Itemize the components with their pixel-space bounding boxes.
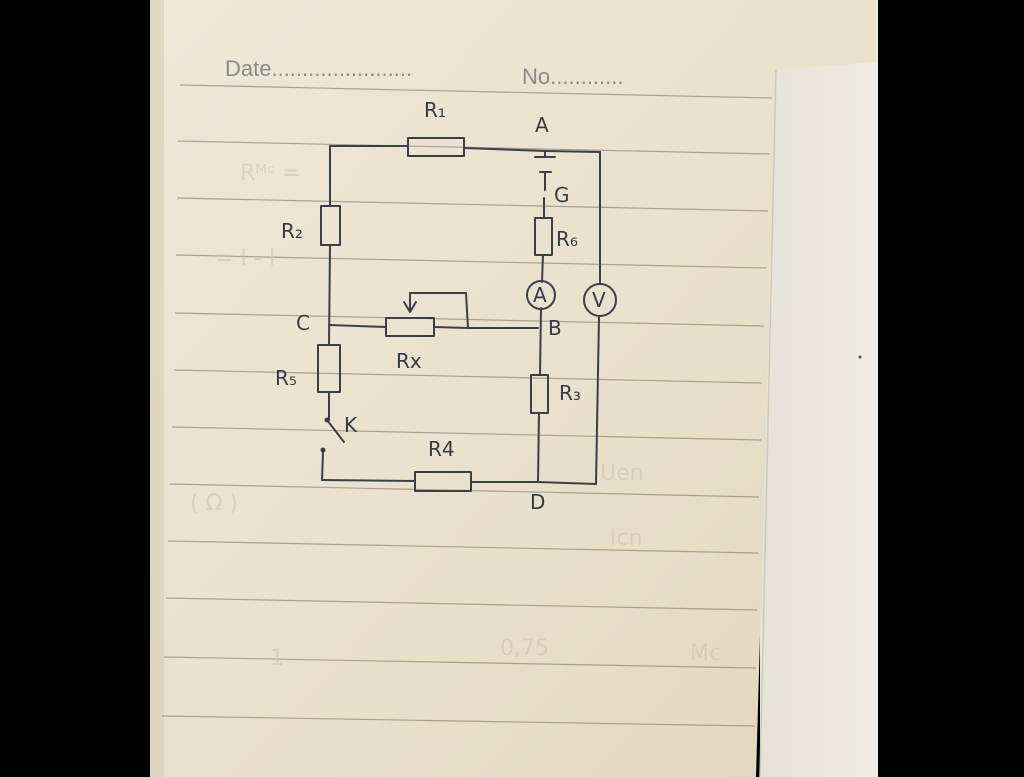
label-r2: R₂ [281,219,303,243]
svg-text:( Ω ): ( Ω ) [190,491,238,516]
svg-text:0,75: 0,75 [500,636,549,661]
resistor-r6 [534,217,553,256]
resistor-r5 [317,344,341,393]
label-source-g: G [554,183,570,207]
label-r5: R₅ [275,366,297,390]
switch-contact-bottom [320,447,326,453]
label-r1: R₁ [424,98,446,122]
date-label: Date....................... [225,56,412,81]
label-node-b: B [548,316,562,340]
label-r4: R4 [428,437,455,461]
notebook-page [150,0,876,777]
svg-text:Uen: Uen [600,461,644,486]
svg-text:Rᴹᶜ =: Rᴹᶜ = [240,161,301,186]
label-r3: R₃ [559,381,581,405]
resistor-r1 [407,137,465,157]
label-switch-k: K [344,413,358,437]
ruled-lines [161,84,773,727]
voltmeter-label: V [592,288,606,312]
label-node-d: D [530,490,545,514]
resistor-r4 [414,471,472,492]
svg-text:Mc: Mc [690,641,721,666]
resistor-r2 [320,205,341,246]
voltmeter-icon [583,283,617,317]
label-r6: R₆ [556,227,578,251]
resistor-r3 [530,374,549,414]
resistor-rx [385,317,435,337]
svg-text:1: 1 [270,646,284,671]
label-node-a: A [535,113,549,137]
number-label: No............ [522,64,623,89]
circuit-wires [321,145,601,485]
switch-contact-top [324,417,330,423]
svg-text:Icn: Icn [610,526,643,551]
ammeter-icon [526,280,556,310]
svg-text:= I - I: = I - I [215,246,275,271]
label-node-c: C [296,311,310,335]
label-rx: Rx [396,349,422,373]
source-g [534,156,556,191]
show-through-writing: Rᴹᶜ = = I - I ( Ω ) Uen Icn Mc 0,75 1 [190,161,721,671]
paper-speck [858,355,862,359]
ammeter-label: A [533,283,547,307]
back-page [760,0,878,777]
